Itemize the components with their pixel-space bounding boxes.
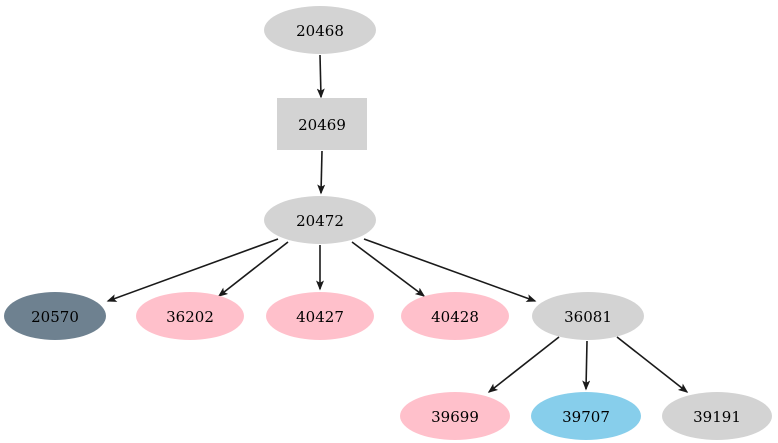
graph-node-20468[interactable]: 20468 (264, 6, 376, 54)
node-shape-40427[interactable] (266, 292, 374, 340)
node-shape-36202[interactable] (136, 292, 244, 340)
graph-node-36202[interactable]: 36202 (136, 292, 244, 340)
node-label-36202: 36202 (166, 308, 214, 326)
graph-edge-36081-to-39699 (487, 336, 560, 393)
graph-node-40428[interactable]: 40428 (401, 292, 509, 340)
graph-node-36081[interactable]: 36081 (532, 292, 644, 340)
node-label-39707: 39707 (562, 408, 610, 426)
graph-node-39191[interactable]: 39191 (662, 392, 772, 440)
node-label-36081: 36081 (564, 308, 612, 326)
node-shape-36081[interactable] (532, 292, 644, 340)
graph-node-40427[interactable]: 40427 (266, 292, 374, 340)
node-label-39191: 39191 (693, 408, 741, 426)
graph-node-39707[interactable]: 39707 (531, 392, 641, 440)
node-shape-40428[interactable] (401, 292, 509, 340)
graph-edge-20472-to-36081 (363, 238, 537, 302)
node-shape-39191[interactable] (662, 392, 772, 440)
node-shape-20570[interactable] (4, 292, 106, 340)
node-label-40427: 40427 (296, 308, 344, 326)
graph-edge-36081-to-39191 (616, 336, 689, 393)
node-label-20469: 20469 (298, 116, 346, 134)
edges-layer (106, 54, 689, 393)
nodes-layer: 20468 20469 20472 20570 36202 40427 40428 36081… (4, 6, 772, 440)
graph-edge-20472-to-40428 (351, 241, 426, 297)
node-shape-20469[interactable] (277, 98, 367, 150)
graph-node-20570[interactable]: 20570 (4, 292, 106, 340)
node-shape-39699[interactable] (400, 392, 510, 440)
graph-edge-20468-to-20469 (316, 54, 325, 99)
node-shape-20468[interactable] (264, 6, 376, 54)
node-label-40428: 40428 (431, 308, 479, 326)
graph-edge-20469-to-20472 (317, 150, 326, 195)
node-shape-20472[interactable] (264, 196, 376, 244)
graph-node-39699[interactable]: 39699 (400, 392, 510, 440)
graph-node-20472[interactable]: 20472 (264, 196, 376, 244)
node-label-20472: 20472 (296, 212, 344, 230)
node-label-20570: 20570 (31, 308, 79, 326)
graph-edge-20472-to-36202 (217, 241, 289, 297)
node-shape-39707[interactable] (531, 392, 641, 440)
graph-edge-36081-to-39707 (582, 340, 591, 391)
graph-edge-20472-to-20570 (106, 238, 279, 302)
node-label-20468: 20468 (296, 22, 344, 40)
node-label-39699: 39699 (431, 408, 479, 426)
graph-node-20469[interactable]: 20469 (277, 98, 367, 150)
